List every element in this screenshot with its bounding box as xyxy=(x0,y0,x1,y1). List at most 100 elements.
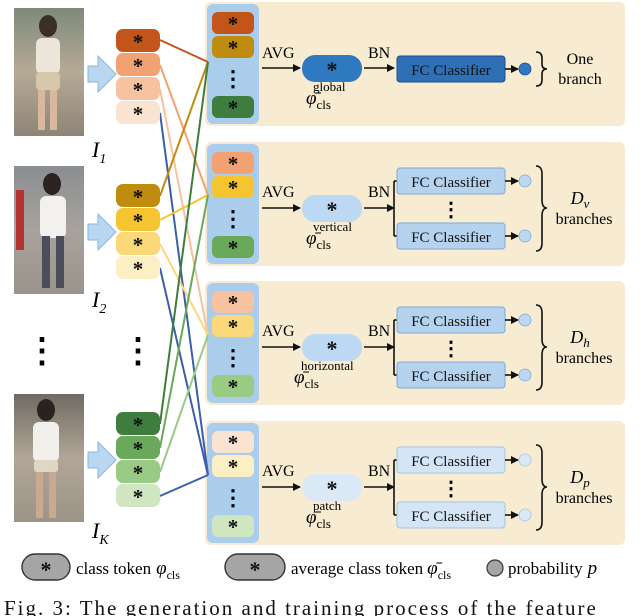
svg-text:*: * xyxy=(228,96,239,120)
column-ellipsis-vertical: ⋮ xyxy=(222,206,244,231)
input-token-K-3: * xyxy=(116,460,160,485)
branch-suffix-horizontal: branches xyxy=(556,350,613,367)
conn-2-1 xyxy=(159,61,209,197)
avg-token-patch xyxy=(302,474,362,501)
input-token-1-4: * xyxy=(116,101,160,126)
column-token-global-last: * xyxy=(212,96,254,120)
svg-text:*: * xyxy=(133,54,144,78)
legend-class-token-asterisk: * xyxy=(41,557,52,582)
avg-label-horizontal: AVG xyxy=(262,323,295,340)
avg-label-patch: AVG xyxy=(262,463,295,480)
avg-token-patch-label: φ̄clspatch xyxy=(306,498,342,531)
conn-K-1 xyxy=(159,61,209,425)
column-token-horizontal-1: * xyxy=(212,291,254,315)
bn-label-horizontal: BN xyxy=(368,323,391,340)
svg-text:*: * xyxy=(228,515,239,539)
bn-label-patch: BN xyxy=(368,463,391,480)
svg-text:*: * xyxy=(133,233,144,257)
column-token-vertical-2: * xyxy=(212,176,254,200)
conn-1-1 xyxy=(159,39,209,63)
svg-text:*: * xyxy=(228,236,239,260)
conn-K-3 xyxy=(159,334,209,473)
avg-label-global: AVG xyxy=(262,45,295,62)
svg-text:*: * xyxy=(133,78,144,102)
legend-probability-swatch xyxy=(486,559,504,577)
svg-text:*: * xyxy=(133,413,144,437)
column-ellipsis-horizontal: ⋮ xyxy=(222,345,244,370)
person-images xyxy=(14,8,84,522)
avg-token-global-label: φ̄clsglobal xyxy=(306,79,346,112)
column-token-global-1: * xyxy=(212,12,254,36)
svg-text:*: * xyxy=(133,209,144,233)
column-token-patch-2: * xyxy=(212,455,254,479)
avg-token-patch-asterisk: * xyxy=(327,476,338,501)
svg-text:*: * xyxy=(133,185,144,209)
column-token-patch-1: * xyxy=(212,431,254,455)
conn-K-4 xyxy=(159,474,209,497)
column-token-horizontal-2: * xyxy=(212,315,254,339)
fc-ellipsis-horizontal: ⋮ xyxy=(441,338,461,360)
avg-token-vertical-asterisk: * xyxy=(327,197,338,222)
branch-horizontal: AVG * φ̄clshorizontal BN FC Classifier ⋮… xyxy=(262,304,613,391)
fc-ellipsis-vertical: ⋮ xyxy=(441,199,461,221)
input-token-stacks: ************ xyxy=(116,29,160,509)
arrow-image-1 xyxy=(87,54,117,94)
fc-label-global: FC Classifier xyxy=(411,63,491,79)
fc-label-patch-bottom: FC Classifier xyxy=(411,509,491,525)
conn-2-4 xyxy=(159,267,209,476)
avg-token-vertical xyxy=(302,195,362,222)
branch-patch: AVG * φ̄clspatch BN FC Classifier ⋮ FC C… xyxy=(262,444,612,531)
avg-token-horizontal-label: φ̄clshorizontal xyxy=(294,358,354,391)
branch-name-horizontal: Dh xyxy=(569,327,590,350)
svg-text:*: * xyxy=(133,485,144,509)
person-image-1 xyxy=(14,8,84,136)
avg-token-global-asterisk: * xyxy=(327,57,338,82)
column-token-global-2: * xyxy=(212,36,254,60)
svg-text:*: * xyxy=(228,291,239,315)
image-label-1: I1 xyxy=(91,137,106,167)
brace-vertical xyxy=(535,165,548,252)
avg-label-vertical: AVG xyxy=(262,184,295,201)
brace-patch xyxy=(535,444,548,531)
figure-caption: Fig. 3: The generation and training proc… xyxy=(4,596,598,616)
branch-suffix-vertical: branches xyxy=(556,211,613,228)
avg-token-global xyxy=(302,55,362,82)
avg-token-vertical-label: φ̄clsvertical xyxy=(306,219,352,252)
input-token-2-2: * xyxy=(116,208,160,233)
svg-text:*: * xyxy=(228,36,239,60)
fc-label-vertical-bottom: FC Classifier xyxy=(411,230,491,246)
architecture-diagram: I1 I2 IK ⋮ ⋮ ************ ************ ⋮… xyxy=(14,2,625,582)
fc-label-vertical-top: FC Classifier xyxy=(411,175,491,191)
prob-node-vertical-bottom xyxy=(518,229,532,243)
prob-node-horizontal-top xyxy=(518,313,532,327)
brace-horizontal xyxy=(535,304,548,391)
legend-class-token-swatch xyxy=(21,553,71,581)
branch-name-patch: Dp xyxy=(569,467,590,490)
column-ellipsis-global: ⋮ xyxy=(222,66,244,91)
svg-text:*: * xyxy=(228,375,239,399)
prob-node-vertical-top xyxy=(518,174,532,188)
arrow-image-2 xyxy=(87,212,117,252)
svg-text:*: * xyxy=(228,315,239,339)
input-token-K-2: * xyxy=(116,436,160,461)
fc-label-horizontal-bottom: FC Classifier xyxy=(411,369,491,385)
branch-suffix-global: branch xyxy=(558,71,602,88)
images-ellipsis: ⋮ xyxy=(25,333,59,370)
fc-label-patch-top: FC Classifier xyxy=(411,454,491,470)
branch-global: AVG * φ̄clsglobal BN FC Classifier One b… xyxy=(262,45,602,112)
column-token-vertical-last: * xyxy=(212,236,254,260)
column-ellipsis-patch: ⋮ xyxy=(222,485,244,510)
svg-text:*: * xyxy=(228,12,239,36)
svg-text:*: * xyxy=(228,176,239,200)
svg-text:*: * xyxy=(133,257,144,281)
input-token-1-3: * xyxy=(116,77,160,102)
svg-text:*: * xyxy=(133,102,144,126)
branch-vertical: AVG * φ̄clsvertical BN FC Classifier ⋮ F… xyxy=(262,165,613,252)
input-token-2-3: * xyxy=(116,232,160,257)
avg-token-horizontal-asterisk: * xyxy=(327,336,338,361)
svg-text:*: * xyxy=(228,455,239,479)
column-token-stacks: ************ xyxy=(212,12,254,539)
